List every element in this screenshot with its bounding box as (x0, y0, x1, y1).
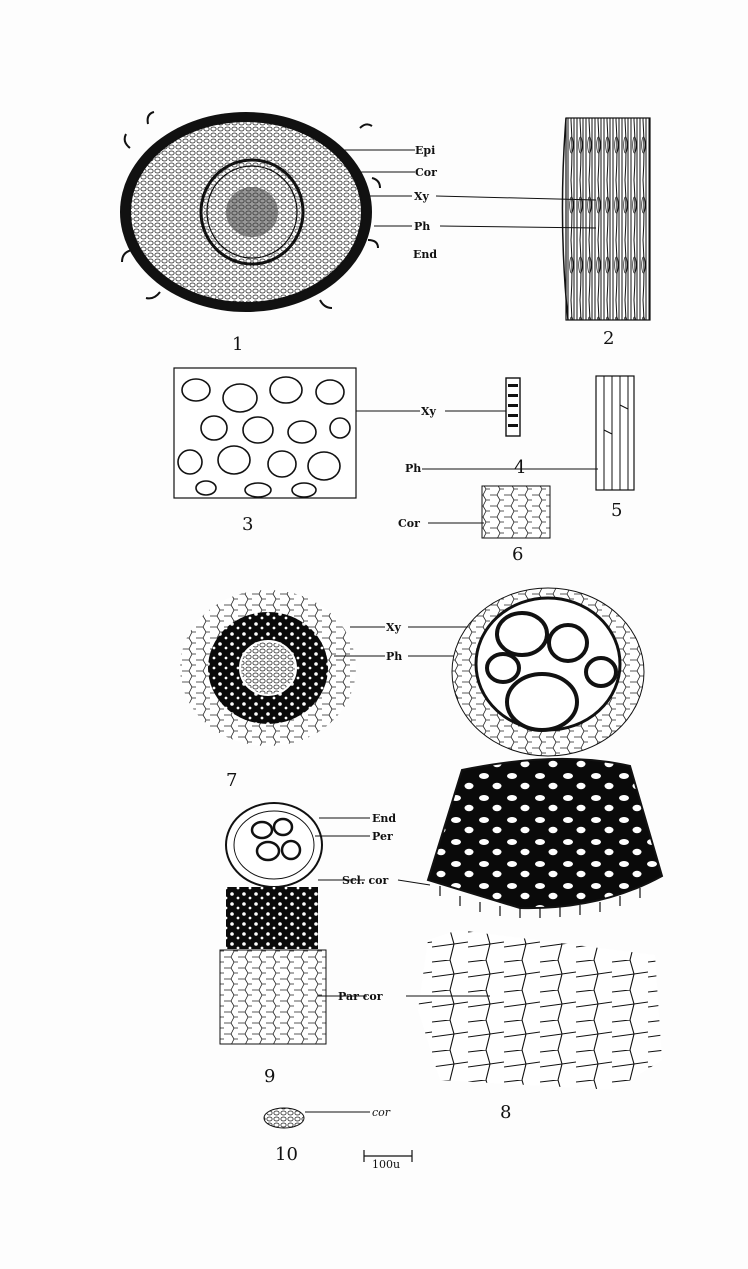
figure-number-2: 2 (603, 328, 614, 349)
label-ph-7: Ph (386, 650, 402, 663)
figure-8-cortex-detail (410, 759, 670, 1095)
figure-1-cross-section (120, 112, 380, 312)
label-scl-cor: Scl. cor (342, 874, 389, 887)
label-ph-5: Ph (405, 462, 421, 475)
label-cor-6: Cor (398, 517, 420, 530)
figure-5-sieve-tube (422, 376, 634, 490)
figure-number-6: 6 (512, 544, 523, 565)
figure-number-8: 8 (500, 1102, 511, 1123)
label-par-cor: Par cor (338, 990, 383, 1003)
label-end-9: End (372, 812, 396, 825)
label-ph-1: Ph (414, 220, 430, 233)
figure-3-xylem-vessels (174, 368, 420, 498)
label-cor-10: cor (372, 1106, 391, 1119)
scale-bar-label: 100u (372, 1158, 400, 1171)
figure-number-9: 9 (264, 1066, 275, 1087)
figure-number-4: 4 (514, 457, 525, 478)
figure-2-longitudinal-section (562, 118, 650, 320)
label-epi: Epi (415, 144, 435, 157)
label-xy-1: Xy (414, 190, 430, 203)
figure-number-3: 3 (242, 514, 253, 535)
figure-10-small-cluster (264, 1108, 370, 1128)
figure-1-2-leaders (337, 150, 596, 228)
scale-bar: 100u (364, 1150, 412, 1171)
figure-8-vascular-bundle (452, 588, 644, 756)
figure-number-1: 1 (232, 334, 243, 355)
figure-number-7: 7 (226, 770, 237, 791)
label-cor: Cor (415, 166, 437, 179)
label-xy-3: Xy (421, 405, 437, 418)
figure-number-5: 5 (611, 500, 622, 521)
label-per-9: Per (372, 830, 393, 843)
label-end-1: End (413, 248, 437, 261)
figure-number-10: 10 (275, 1144, 298, 1165)
label-xy-7: Xy (386, 621, 402, 634)
figure-6-cortex-cells (428, 486, 550, 538)
figure-7-stele-section (180, 590, 478, 746)
figure-4-vessel-element (445, 378, 520, 436)
